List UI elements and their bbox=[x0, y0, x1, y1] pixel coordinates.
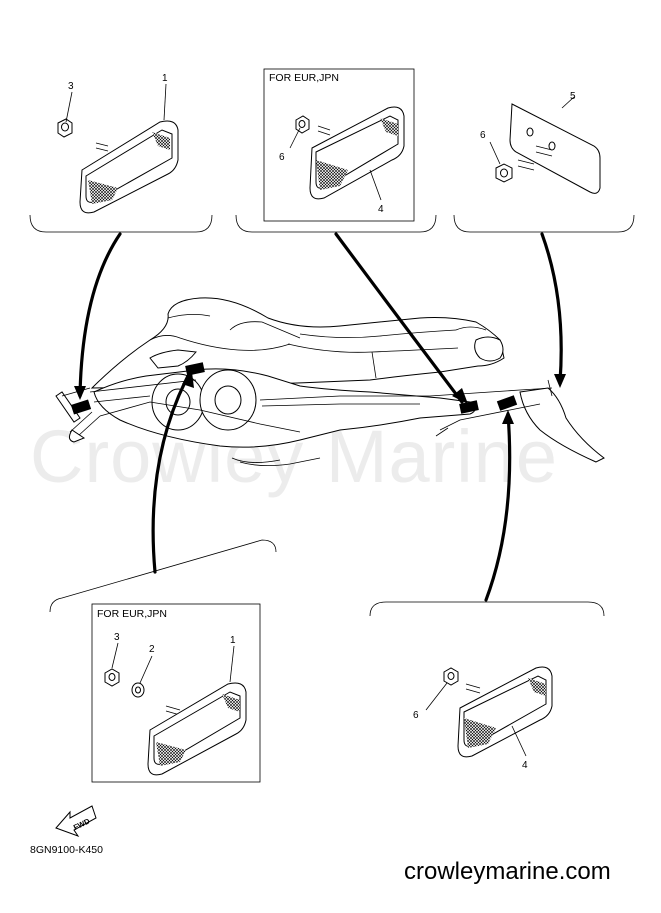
diagram-code: 8GN9100-K450 bbox=[30, 844, 103, 856]
nut-icon bbox=[295, 115, 310, 134]
leader-arrows bbox=[74, 232, 566, 602]
region-title: FOR EUR,JPN bbox=[97, 608, 167, 620]
callout-top-left: 3 1 bbox=[29, 73, 213, 233]
callout-bracket bbox=[29, 214, 213, 233]
callout-bracket bbox=[235, 214, 437, 233]
reflector-icon bbox=[147, 682, 247, 776]
forward-arrow-icon: FWD bbox=[55, 805, 97, 837]
part-number: 2 bbox=[149, 644, 155, 655]
part-number: 6 bbox=[480, 130, 486, 141]
callout-bottom-left: FOR EUR,JPN 3 2 1 bbox=[49, 539, 277, 783]
reflector-icon bbox=[457, 666, 553, 758]
part-number: 4 bbox=[378, 204, 384, 215]
part-number: 4 bbox=[522, 760, 528, 771]
nut-icon bbox=[57, 118, 73, 138]
reflector-marker bbox=[185, 362, 205, 376]
callout-bracket bbox=[49, 539, 277, 613]
callout-bottom-right: 6 4 bbox=[369, 601, 605, 771]
callout-bracket bbox=[453, 214, 635, 233]
reflector-icon bbox=[79, 120, 179, 214]
callout-top-right: 5 6 bbox=[453, 91, 635, 233]
nut-icon bbox=[104, 668, 120, 687]
washer-icon bbox=[131, 682, 145, 698]
part-number: 1 bbox=[162, 73, 168, 84]
reflector-marker bbox=[70, 399, 92, 415]
nut-icon bbox=[495, 163, 513, 183]
reflector-marker bbox=[459, 400, 479, 414]
nut-icon bbox=[443, 667, 459, 686]
part-number: 3 bbox=[68, 81, 74, 92]
part-number: 5 bbox=[570, 91, 576, 102]
callout-bracket bbox=[369, 601, 605, 617]
part-number: 6 bbox=[279, 152, 285, 163]
region-title: FOR EUR,JPN bbox=[269, 72, 339, 84]
site-name: crowleymarine.com bbox=[404, 858, 611, 885]
part-number: 6 bbox=[413, 710, 419, 721]
reflector-marker bbox=[496, 395, 518, 411]
callout-top-center: FOR EUR,JPN 6 4 bbox=[235, 68, 437, 233]
plate-icon bbox=[509, 103, 601, 194]
region-box bbox=[91, 603, 261, 783]
wheel-icon bbox=[199, 369, 257, 431]
region-box bbox=[263, 68, 415, 222]
reflector-icon bbox=[309, 106, 405, 200]
part-number: 3 bbox=[114, 632, 120, 643]
part-number: 1 bbox=[230, 635, 236, 646]
